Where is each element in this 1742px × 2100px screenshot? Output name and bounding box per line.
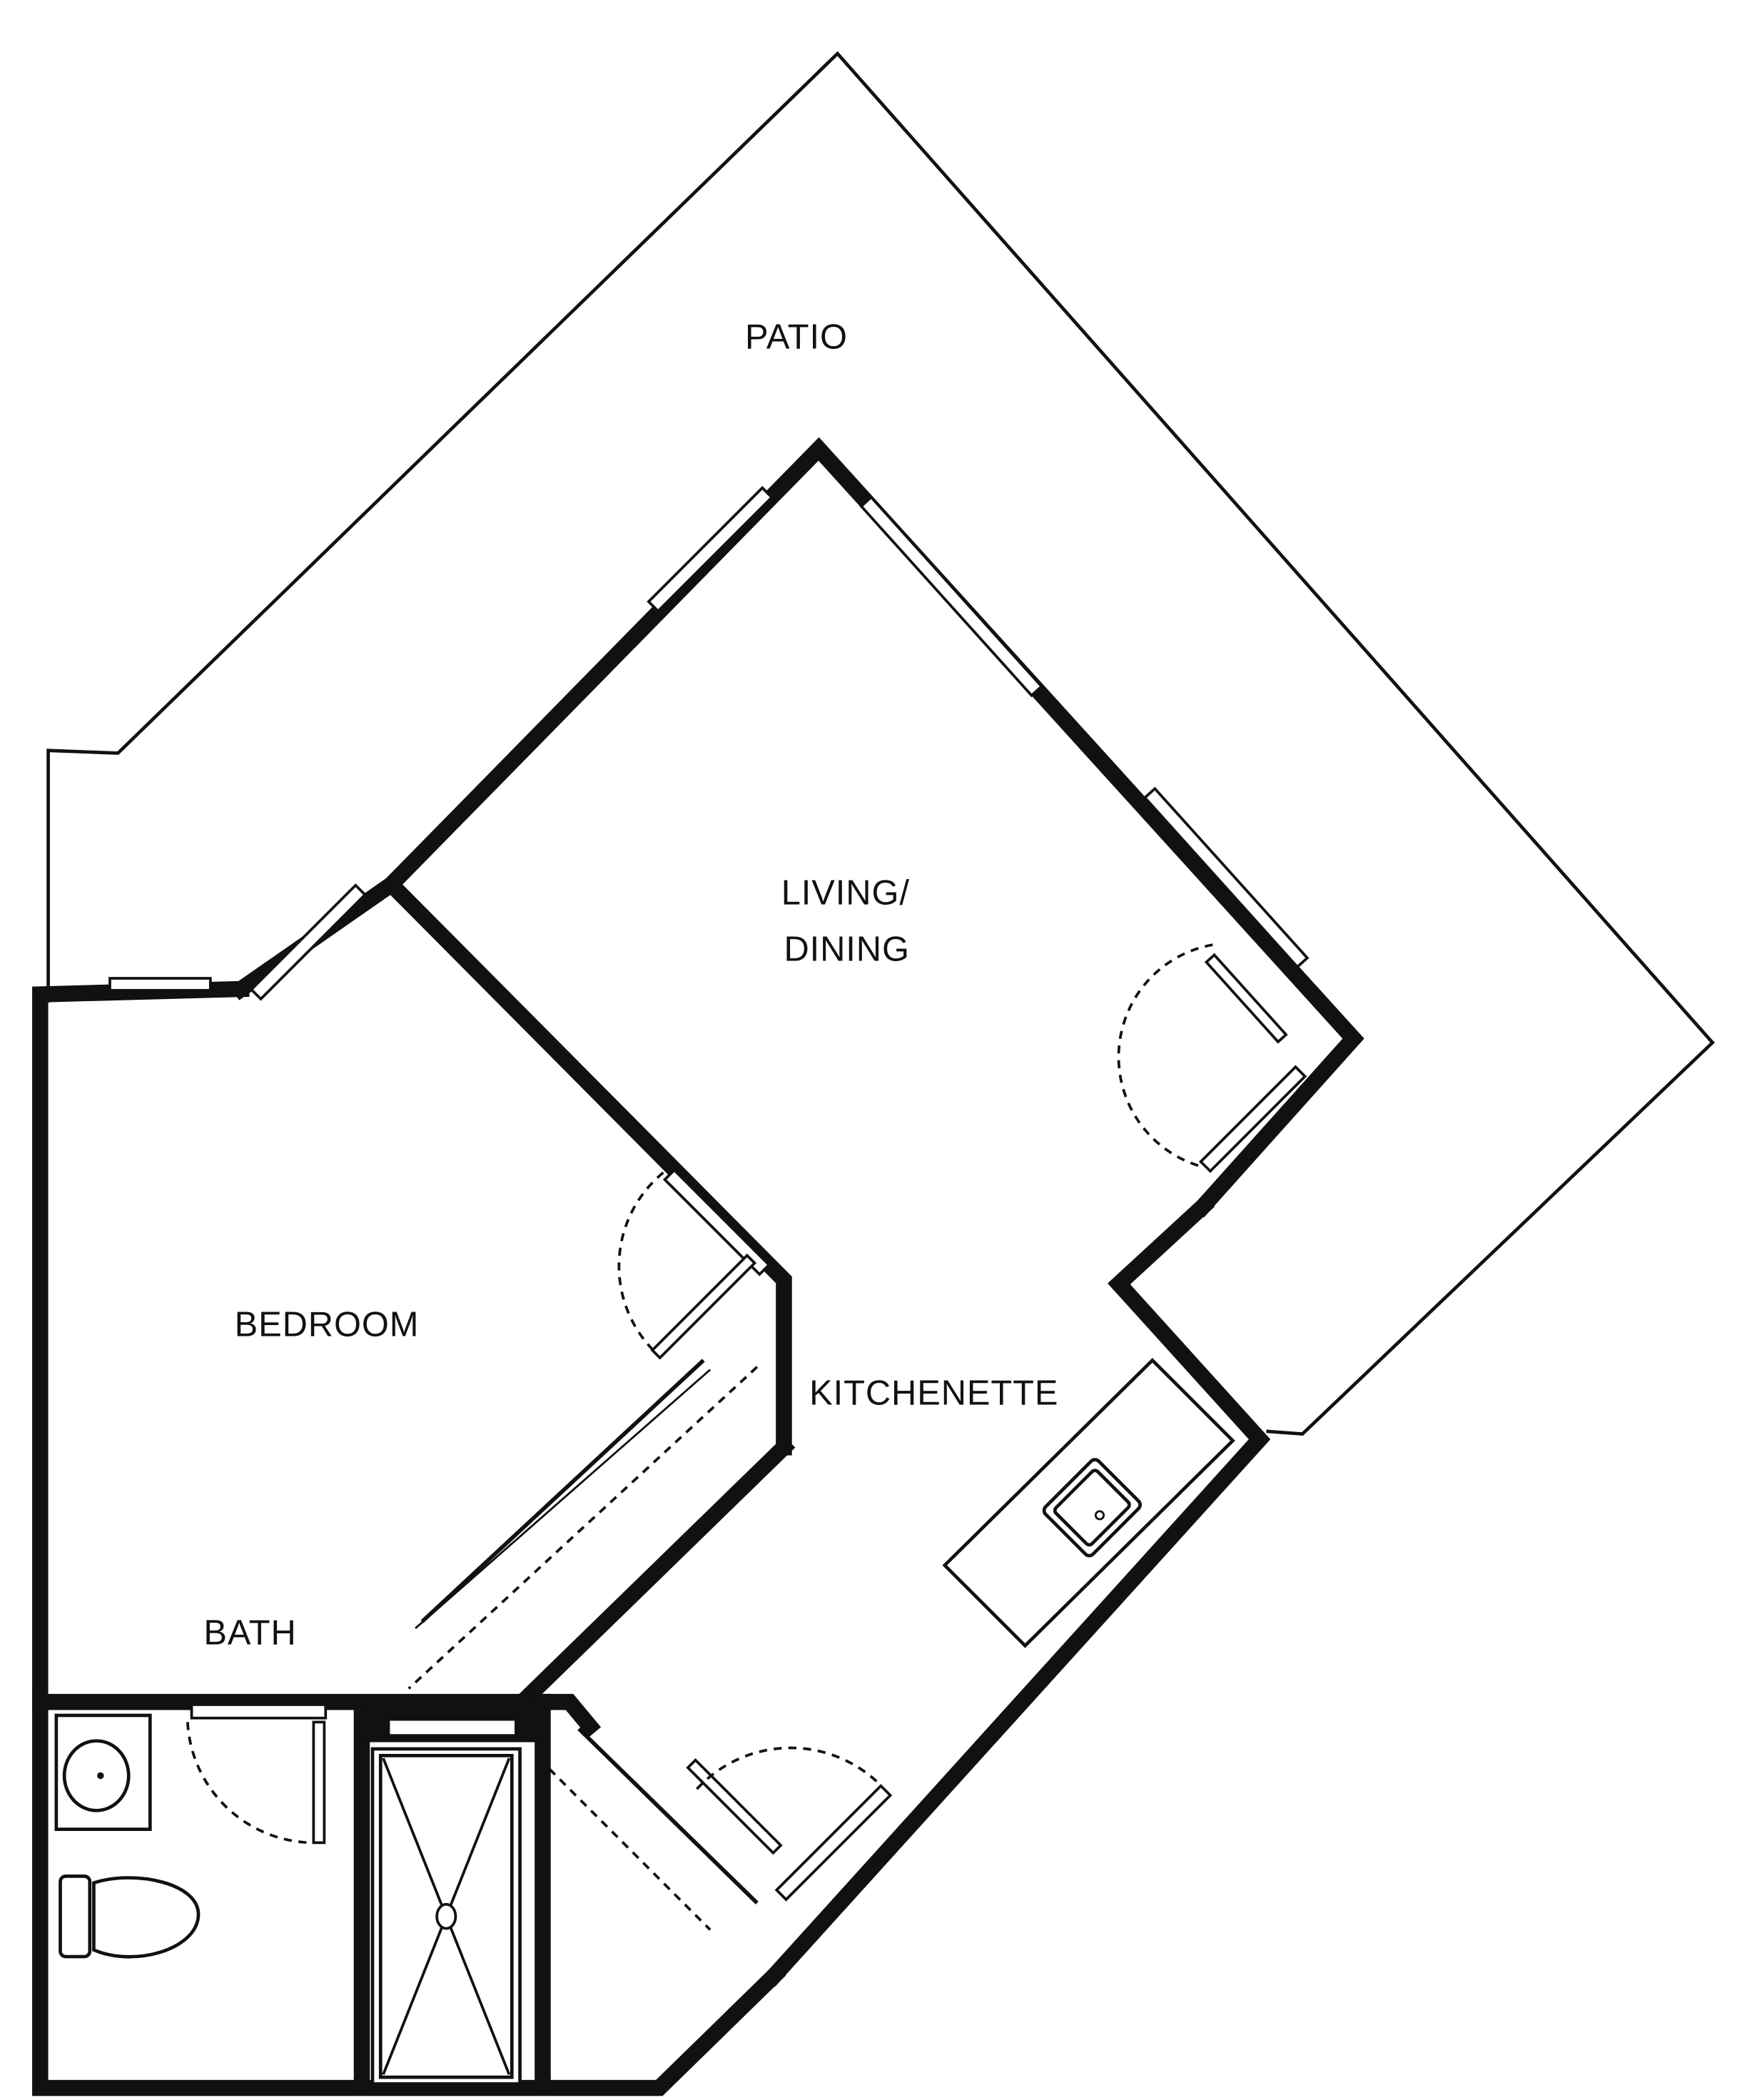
linen-closet-doors[interactable] [548,1727,759,1931]
closet-sliding-doors[interactable] [407,1359,759,1690]
entry-door[interactable] [686,1746,893,1902]
windows [108,486,1310,1001]
bedroom-door[interactable] [617,1168,771,1360]
bath-walls [32,1693,602,2092]
label-bedroom: BEDROOM [235,1305,420,1344]
label-dining: DINING [784,930,909,969]
label-patio: PATIO [745,318,848,356]
window-living-ne-1 [859,495,1044,698]
window-bedroom-top [108,977,212,992]
toilet [59,1875,201,1959]
kitchen-sink [1042,1458,1142,1558]
label-kitchenette: KITCHENETTE [809,1374,1058,1412]
patio-door[interactable] [1117,943,1307,1173]
window-living-nw [647,486,774,614]
bath-vanity [54,1713,152,1831]
window-living-ne-2 [1143,786,1310,969]
shower [370,1747,522,2086]
label-bath: BATH [203,1613,296,1652]
bath-door[interactable] [186,1703,328,1845]
label-living: LIVING/ [781,874,910,913]
window-bedroom-diag [249,883,368,1001]
patio-outline [46,51,1715,1436]
